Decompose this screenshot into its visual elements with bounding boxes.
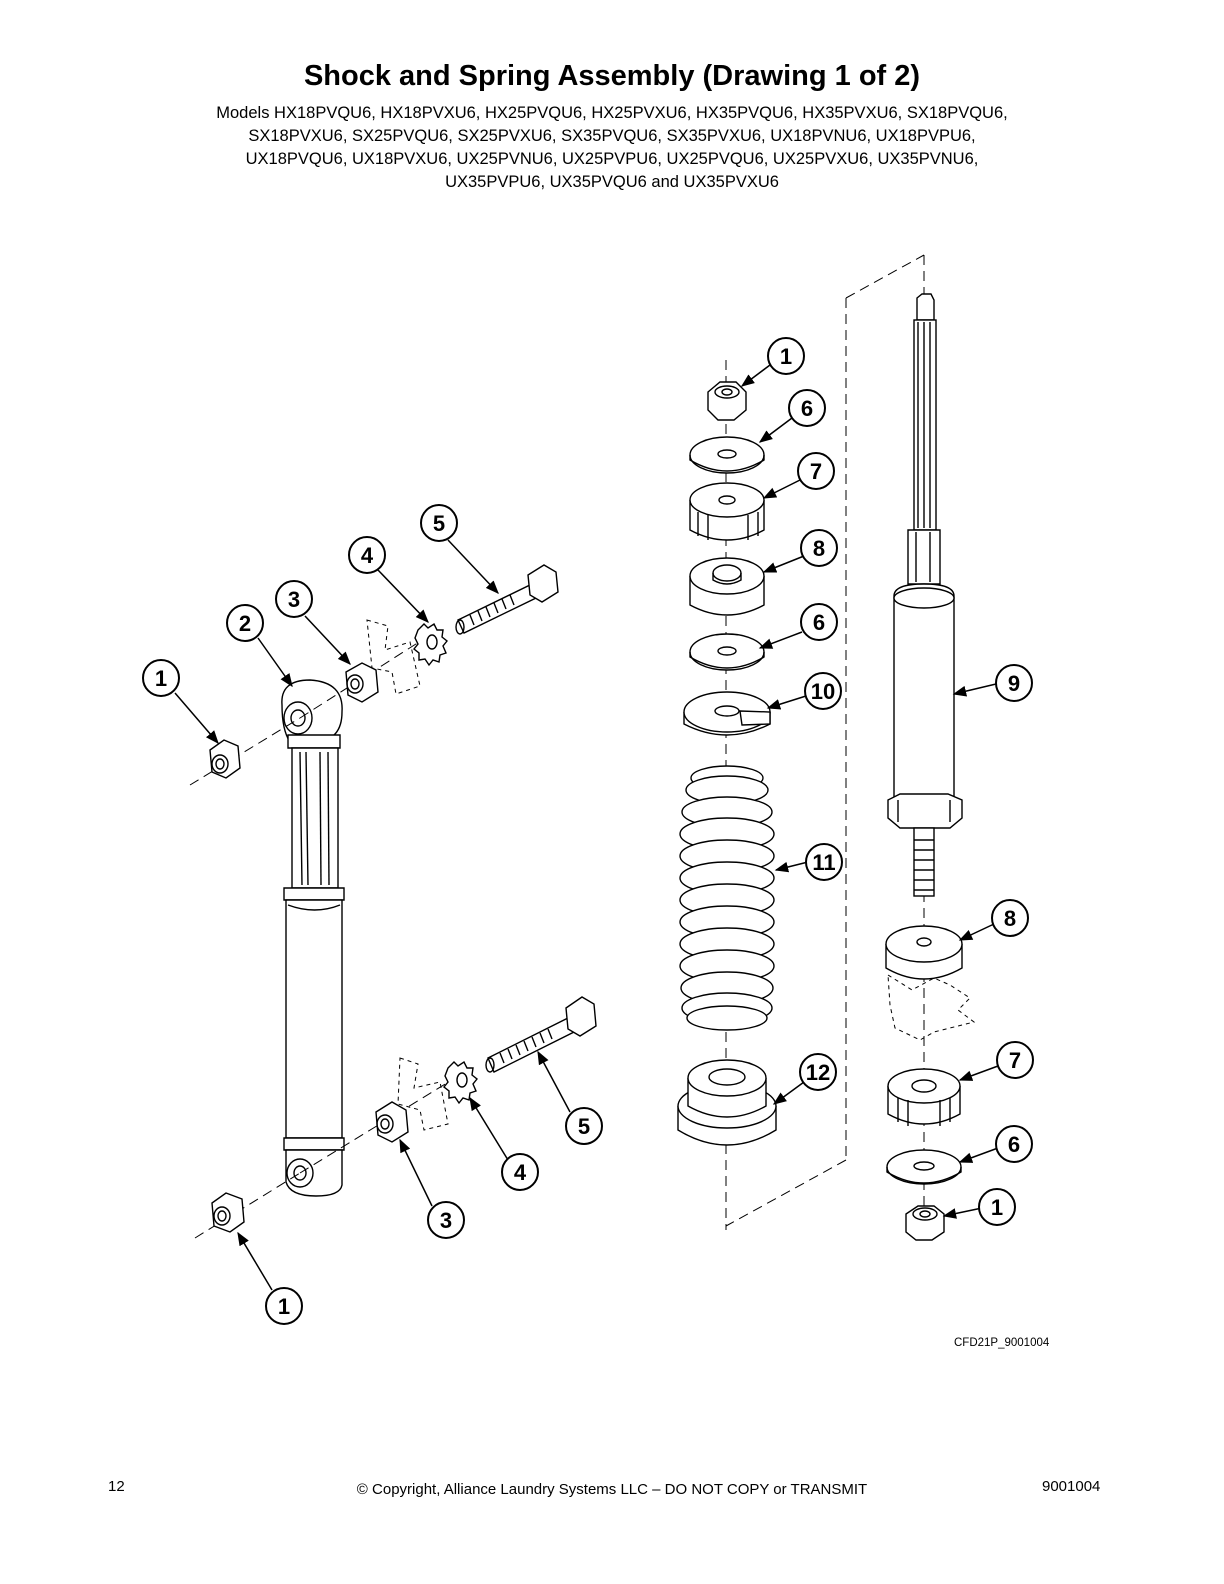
nut-top-center	[707, 381, 747, 421]
callout-label: 3	[440, 1208, 452, 1233]
callout-bubble: 11	[805, 843, 843, 881]
callout-label: 6	[813, 610, 825, 635]
model-list-line: UX18PVQU6, UX18PVXU6, UX25PVNU6, UX25PVP…	[245, 150, 979, 168]
callout-bubble: 4	[348, 536, 386, 574]
callout-label: 1	[991, 1195, 1003, 1220]
callout-bubble: 1	[265, 1287, 303, 1325]
callout-label: 12	[806, 1060, 830, 1085]
callout-bubble: 6	[995, 1125, 1033, 1163]
grommet-right	[885, 925, 963, 980]
bolt-upper	[455, 564, 559, 635]
cushion-top-center	[689, 482, 765, 541]
page-title: Shock and Spring Assembly (Drawing 1 of …	[303, 60, 921, 92]
callout-bubble: 7	[996, 1041, 1034, 1079]
shock-strut	[887, 293, 963, 897]
callout-bubble: 6	[788, 389, 826, 427]
hex-nut-upper-left	[209, 739, 241, 779]
copyright-notice: © Copyright, Alliance Laundry Systems LL…	[356, 1481, 868, 1498]
split-spacer-center	[683, 691, 771, 736]
callout-label: 7	[810, 459, 822, 484]
washer-mid-center	[689, 633, 765, 671]
callout-label: 2	[239, 611, 251, 636]
callout-bubble: 1	[767, 337, 805, 375]
drawing-reference: CFD21P_9001004	[954, 1337, 1050, 1349]
model-list-line: SX18PVXU6, SX25PVQU6, SX25PVXU6, SX35PVQ…	[248, 127, 976, 145]
washer-right	[886, 1149, 962, 1185]
callout-bubble: 12	[799, 1053, 837, 1091]
callout-bubble: 1	[142, 659, 180, 697]
callout-label: 1	[780, 344, 792, 369]
callout-bubble: 9	[995, 664, 1033, 702]
callout-label: 1	[155, 666, 167, 691]
model-list: Models HX18PVQU6, HX18PVXU6, HX25PVQU6, …	[150, 102, 1074, 194]
model-list-line: UX35PVPU6, UX35PVQU6 and UX35PVXU6	[445, 173, 779, 191]
shock-absorber	[281, 679, 345, 1197]
callout-label: 8	[813, 536, 825, 561]
callout-label: 4	[361, 543, 374, 568]
callout-bubble: 5	[565, 1107, 603, 1145]
callout-bubble: 8	[991, 899, 1029, 937]
cushion-right	[887, 1068, 961, 1126]
star-washer-upper	[413, 622, 448, 667]
callout-bubble: 1	[978, 1188, 1016, 1226]
callout-label: 5	[433, 511, 445, 536]
callout-label: 3	[288, 587, 300, 612]
coil-spring	[679, 765, 775, 1031]
callout-bubble: 6	[800, 603, 838, 641]
page-number: 12	[108, 1478, 125, 1495]
hex-nut-lower-left	[211, 1192, 245, 1233]
callout-bubble: 2	[226, 604, 264, 642]
star-washer-lower	[443, 1060, 478, 1105]
nut-lower	[375, 1101, 409, 1143]
callout-label: 4	[514, 1160, 527, 1185]
spring-seat-cup	[677, 1059, 777, 1146]
callout-label: 6	[801, 396, 813, 421]
callout-bubble: 4	[501, 1153, 539, 1191]
callout-label: 6	[1008, 1132, 1020, 1157]
callout-bubble: 7	[797, 452, 835, 490]
callout-bubble: 3	[275, 580, 313, 618]
callout-bubble: 5	[420, 504, 458, 542]
callout-bubble: 10	[804, 672, 842, 710]
nut-upper	[345, 662, 379, 703]
callout-label: 9	[1008, 671, 1020, 696]
washer-top-center	[689, 436, 765, 474]
model-list-line: Models HX18PVQU6, HX18PVXU6, HX25PVQU6, …	[216, 104, 1008, 122]
callout-label: 5	[578, 1114, 590, 1139]
callout-label: 11	[812, 850, 835, 875]
nut-bottom-right	[905, 1205, 945, 1241]
callout-bubble: 3	[427, 1201, 465, 1239]
callout-label: 10	[811, 679, 835, 704]
callout-label: 8	[1004, 906, 1016, 931]
callout-label: 7	[1009, 1048, 1021, 1073]
callout-label: 1	[278, 1294, 290, 1319]
callout-bubble: 8	[800, 529, 838, 567]
grommet-top-center	[689, 557, 765, 616]
document-number: 9001004	[1042, 1478, 1101, 1495]
bolt-lower	[485, 996, 597, 1073]
